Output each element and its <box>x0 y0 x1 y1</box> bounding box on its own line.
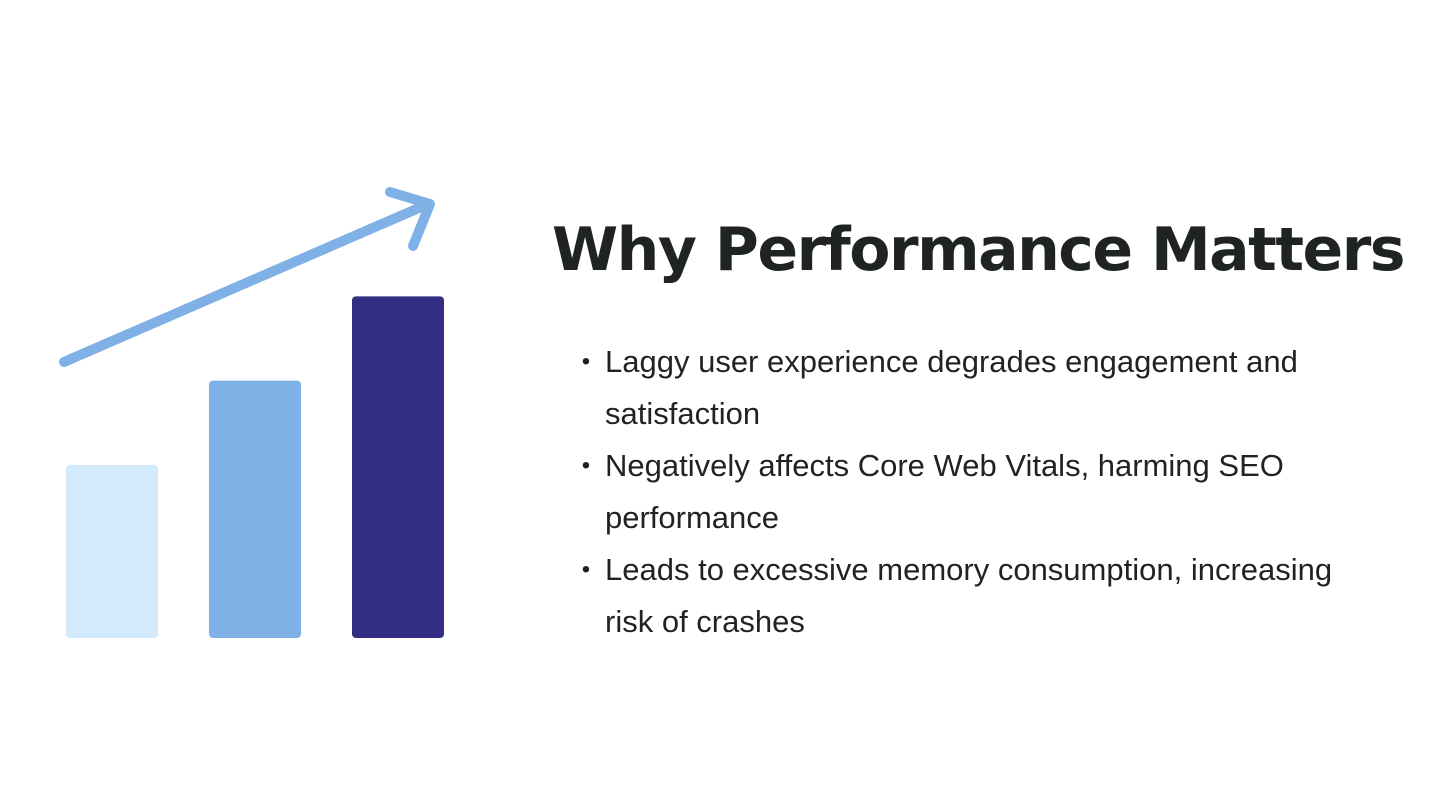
rising-arrow-icon <box>59 199 433 367</box>
bullet-icon: • <box>581 348 591 375</box>
growth-chart-illustration <box>40 170 480 660</box>
bar-medium <box>209 380 301 638</box>
bullet-item: • Laggy user experience degrades engagem… <box>578 336 1368 440</box>
slide-title: Why Performance Matters <box>552 215 1406 285</box>
bullet-icon: • <box>581 452 591 479</box>
bullet-icon: • <box>581 556 591 583</box>
bullet-item: • Leads to excessive memory consumption,… <box>578 544 1368 648</box>
bullet-item: • Negatively affects Core Web Vitals, ha… <box>578 440 1368 544</box>
bar-light <box>66 464 158 638</box>
bar-dark <box>352 296 444 638</box>
growth-chart-icon <box>59 187 444 638</box>
arrow-head-icon <box>385 187 435 251</box>
bullet-list: • Laggy user experience degrades engagem… <box>578 336 1368 648</box>
bullet-text: Negatively affects Core Web Vitals, harm… <box>605 448 1284 535</box>
bullet-text: Leads to excessive memory consumption, i… <box>605 552 1333 639</box>
bullet-text: Laggy user experience degrades engagemen… <box>605 344 1298 431</box>
